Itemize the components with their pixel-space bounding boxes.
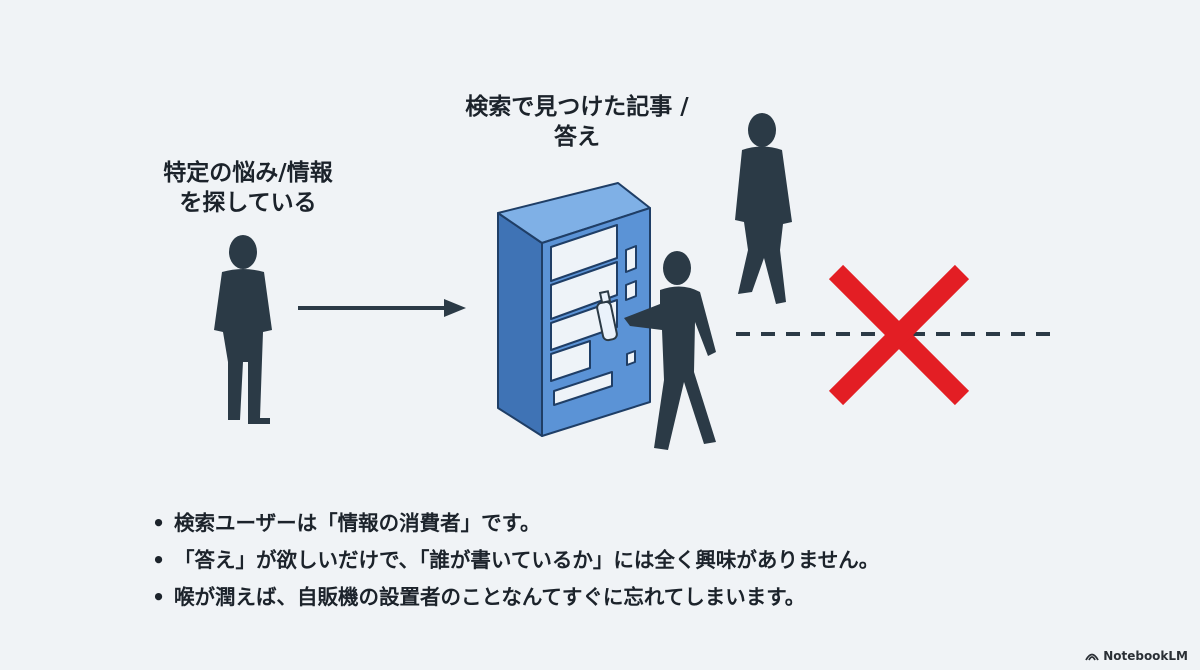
bystander-person-icon — [735, 113, 792, 304]
bullet-item: 「答え」が欲しいだけで、「誰が書いているか」には全く興味がありません。 — [152, 542, 879, 579]
article-label: 検索で見つけた記事 / 答え — [432, 92, 722, 152]
scene-illustration — [214, 113, 1060, 450]
buyer-person-icon — [624, 251, 716, 450]
bullet-item: 喉が潤えば、自販機の設置者のことなんてすぐに忘れてしまいます。 — [152, 579, 879, 616]
searcher-label: 特定の悩み/情報 を探している — [128, 158, 368, 218]
arrow-icon — [298, 299, 466, 317]
bullet-list: 検索ユーザーは「情報の消費者」です。 「答え」が欲しいだけで、「誰が書いているか… — [152, 505, 879, 616]
searcher-label-line2: を探している — [179, 190, 317, 216]
article-label-line2: 答え — [554, 124, 600, 150]
searcher-label-line1: 特定の悩み/情報 — [163, 160, 333, 186]
cross-icon — [828, 264, 970, 406]
brand-watermark: NotebookLM — [1085, 649, 1188, 663]
brand-name: NotebookLM — [1103, 649, 1188, 663]
article-label-line1: 検索で見つけた記事 / — [465, 94, 689, 120]
notebooklm-logo-icon — [1085, 653, 1099, 661]
searcher-person-icon — [214, 235, 272, 424]
bullet-item: 検索ユーザーは「情報の消費者」です。 — [152, 505, 879, 542]
bottle-icon — [596, 290, 618, 342]
vending-machine-icon — [497, 182, 651, 437]
